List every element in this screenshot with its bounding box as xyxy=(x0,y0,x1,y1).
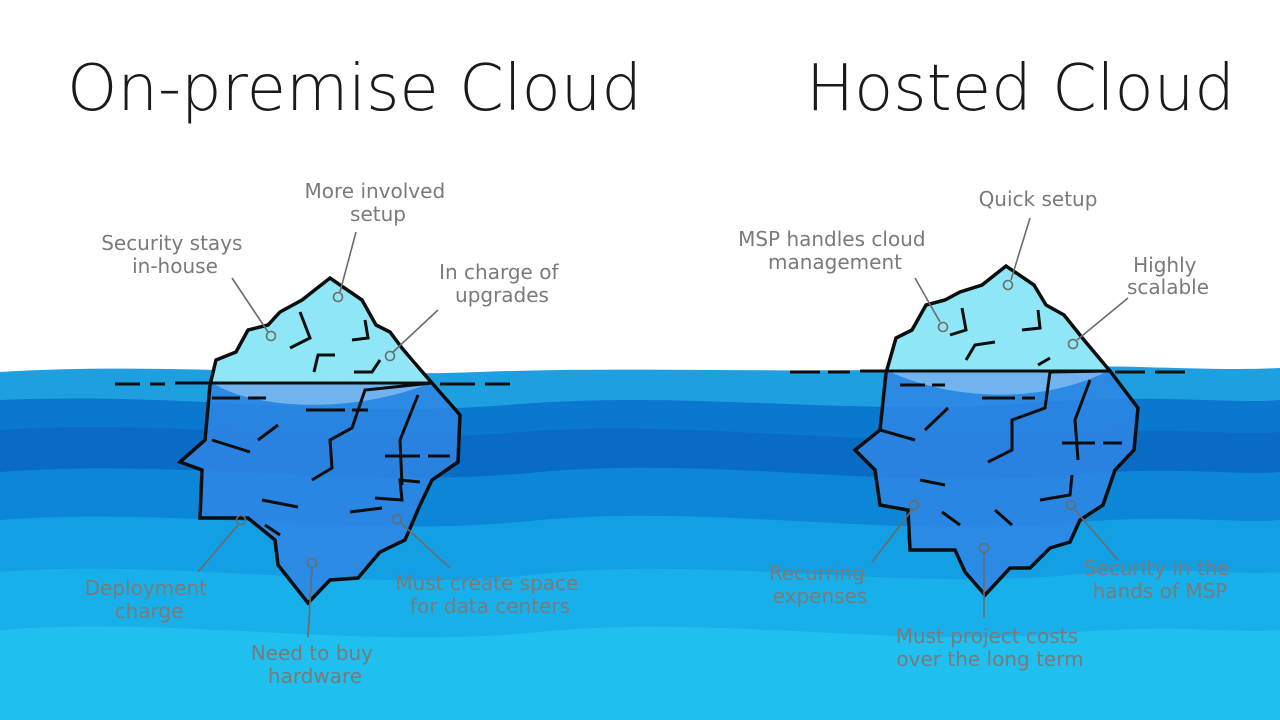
waterline-dashes xyxy=(115,382,510,458)
label-more-involved-setup: More involved setup xyxy=(305,179,452,226)
on-premise-title: On-premise Cloud xyxy=(67,52,642,126)
label-msp-handles-cloud-management: MSP handles cloud management xyxy=(738,227,932,274)
iceberg-cracks xyxy=(211,311,433,537)
label-security-in-hands-of-msp: Security in the hands of MSP xyxy=(1084,556,1236,603)
hosted-title: Hosted Cloud xyxy=(806,52,1235,126)
label-highly-scalable: Highly scalable xyxy=(1127,253,1209,299)
iceberg-outline xyxy=(852,263,1140,598)
label-recurring-expenses: Recurring expenses xyxy=(769,561,871,608)
label-need-to-buy-hardware: Need to buy hardware xyxy=(251,641,380,688)
iceberg-outline xyxy=(176,275,462,606)
waterline-dashes xyxy=(790,370,1185,445)
leader-lines xyxy=(871,217,1129,618)
label-must-create-space: Must create space for data centers xyxy=(395,571,584,618)
label-deployment-charge: Deployment charge xyxy=(85,576,214,623)
leader-lines xyxy=(197,231,451,638)
label-security-stays-in-house: Security stays in-house xyxy=(101,231,249,278)
label-in-charge-of-upgrades: In charge of upgrades xyxy=(439,260,565,307)
on-premise-iceberg: Security stays in-house More involved se… xyxy=(85,179,584,688)
iceberg-tip xyxy=(212,278,432,383)
label-quick-setup: Quick setup xyxy=(979,187,1098,211)
iceberg-tip xyxy=(888,266,1108,371)
iceberg-underwater xyxy=(855,371,1138,595)
wave-band xyxy=(0,626,1280,720)
label-must-project-costs: Must project costs over the long term xyxy=(896,624,1085,671)
hosted-iceberg: MSP handles cloud management Quick setup… xyxy=(738,187,1236,671)
